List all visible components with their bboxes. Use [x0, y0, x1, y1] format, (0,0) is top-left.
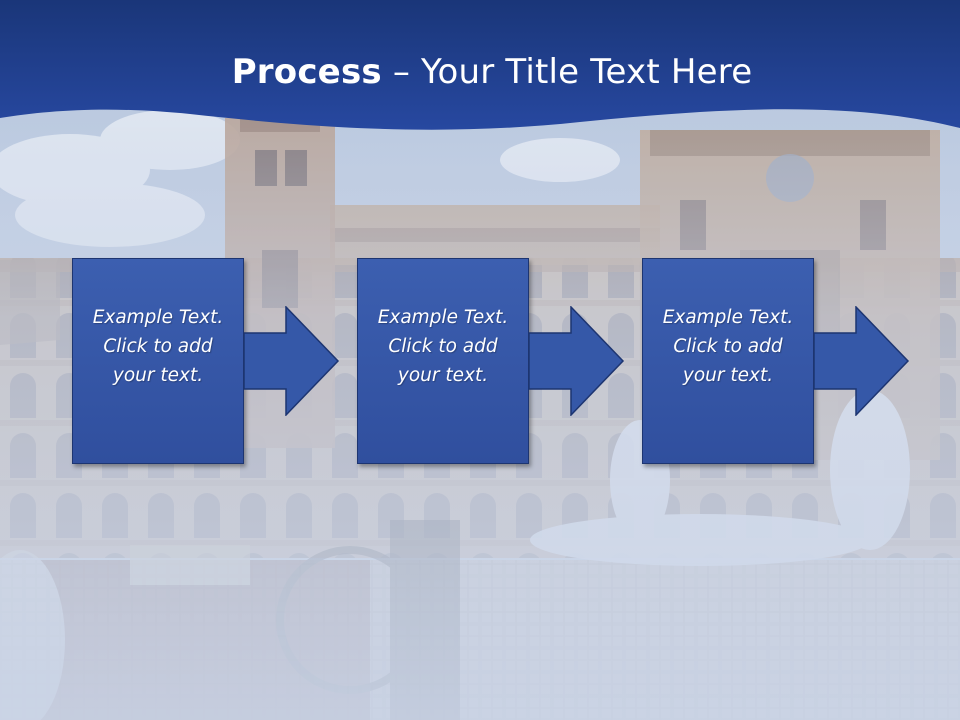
- process-step-2[interactable]: Example Text. Click to add your text.: [357, 258, 529, 464]
- step-3-text[interactable]: Example Text. Click to add your text.: [662, 306, 794, 386]
- process-step-1[interactable]: Example Text. Click to add your text.: [72, 258, 244, 464]
- process-step-3[interactable]: Example Text. Click to add your text.: [642, 258, 814, 464]
- step-1-text[interactable]: Example Text. Click to add your text.: [92, 306, 224, 386]
- arrow-right-icon: [814, 306, 910, 416]
- title-rest: – Your Title Text Here: [381, 52, 753, 92]
- step-2-text[interactable]: Example Text. Click to add your text.: [377, 306, 509, 386]
- slide-title[interactable]: Process – Your Title Text Here: [0, 52, 960, 92]
- arrow-right-icon: [529, 306, 625, 416]
- title-bold-part: Process: [231, 52, 382, 92]
- arrow-right-icon: [244, 306, 340, 416]
